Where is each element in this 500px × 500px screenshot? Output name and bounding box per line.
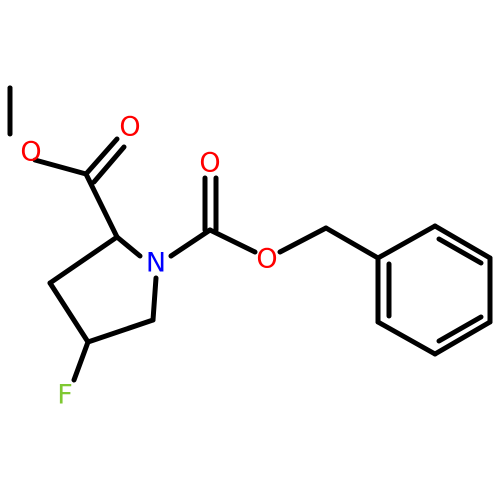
bond-carbamate-c-ether-o (207, 227, 258, 255)
bond-c4-c5 (85, 317, 156, 345)
bond-ester-c-carbonyl-o-1 (83, 136, 120, 177)
bond-c2-c3 (47, 234, 120, 286)
atom-o-methoxy: O (20, 137, 41, 168)
atom-labels: O O O O N F (20, 112, 277, 411)
bond-c5-n (150, 275, 159, 323)
bond-ph-1-2 (375, 223, 438, 261)
bond-ch2-phenyl (323, 225, 381, 261)
bond-ester-c-carbonyl-o-2 (91, 144, 127, 185)
bond-ph-4-5 (432, 319, 493, 357)
bond-ph-2-3 (432, 223, 493, 261)
bond-c2-n (114, 234, 143, 259)
bonds (7, 85, 493, 383)
atom-f-substituent: F (57, 380, 73, 411)
atom-o-ester-carbonyl: O (119, 112, 140, 143)
atom-n-ring: N (146, 248, 166, 279)
bond-n-carbamate-c (168, 227, 213, 259)
atom-o-carbamate-ether: O (256, 244, 277, 275)
bond-methoxy-o-ester-c (32, 157, 89, 177)
bond-c3-c4 (47, 280, 91, 345)
bond-ether-o-ch2 (277, 225, 329, 255)
bond-c4-f (71, 339, 91, 383)
atom-o-carbamate-carbonyl: O (199, 148, 220, 179)
bond-ph-inner-b (436, 314, 484, 344)
bond-ph-inner-a (436, 236, 484, 266)
bond-ph-5-6 (375, 319, 438, 357)
bond-ester-c-ring-c2 (83, 171, 120, 240)
